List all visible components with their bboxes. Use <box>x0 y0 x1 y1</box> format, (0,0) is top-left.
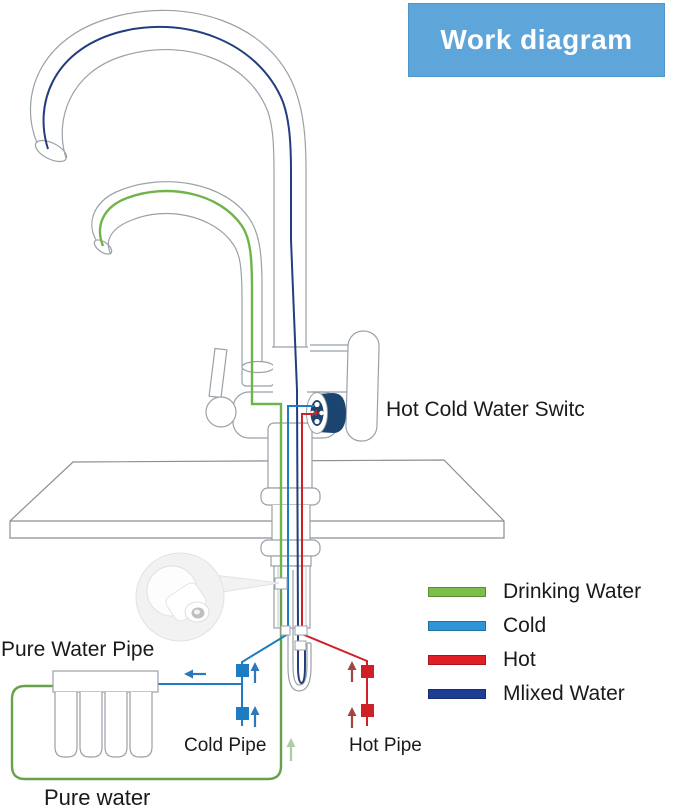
hot-connector <box>361 665 374 678</box>
flange-top <box>260 487 321 506</box>
legend-label: Cold <box>503 614 547 637</box>
up-arrow-icon <box>286 738 296 761</box>
left-arrow-icon <box>184 669 206 679</box>
hose-clamp <box>294 640 307 651</box>
up-arrow-icon <box>347 707 357 728</box>
filter-cartridge <box>79 692 103 758</box>
base-cylinder <box>267 422 313 489</box>
spout-arc-inner <box>61 49 275 347</box>
filter-unit <box>52 670 159 758</box>
pure-water-pipe-label: Pure Water Pipe <box>1 638 155 661</box>
legend-item-drinking-water: Drinking Water <box>428 580 642 603</box>
hose-outer <box>287 570 312 692</box>
fitting-icon <box>146 565 210 623</box>
legend-label: Hot <box>503 648 536 671</box>
hot-pipe-label: Hot Pipe <box>349 735 422 756</box>
up-arrow-icon <box>250 662 260 683</box>
legend-item-hot: Hot <box>428 648 641 671</box>
spout-arc-outer <box>29 9 307 347</box>
filter-head <box>52 670 159 693</box>
legend-swatch-mixed-water <box>428 689 486 699</box>
cold-connector <box>236 707 249 720</box>
legend-swatch-drinking-water <box>428 587 486 597</box>
mounting-nut <box>270 555 312 567</box>
filter-cartridge <box>104 692 128 758</box>
legend-label: Drinking Water <box>503 580 642 603</box>
title-box: Work diagram <box>408 3 665 77</box>
legend: Drinking Water Cold Hot Mlixed Water <box>428 580 642 718</box>
hose-inner <box>292 570 308 686</box>
quick-connect-bubble <box>135 552 280 642</box>
legend-item-mixed-water: Mlixed Water <box>428 682 641 705</box>
countertop <box>9 459 505 539</box>
hot-connector <box>361 704 374 717</box>
legend-label: Mlixed Water <box>503 682 625 705</box>
left-lever <box>208 347 228 399</box>
filter-cartridge <box>54 692 78 758</box>
flange-bottom <box>260 539 321 557</box>
right-handle <box>345 330 380 442</box>
filter-cartridge <box>129 692 153 758</box>
pipe-connector-blocks <box>236 664 374 720</box>
flow-arrows <box>184 661 357 761</box>
legend-item-cold: Cold <box>428 614 641 637</box>
cold-connector <box>236 664 249 677</box>
pure-water-loop <box>10 578 283 781</box>
switch-label: Hot Cold Water Switc <box>386 398 585 421</box>
lever-base <box>205 396 237 428</box>
mixed-water-line <box>42 25 306 685</box>
cold-pipe-label: Cold Pipe <box>184 735 267 756</box>
page-title: Work diagram <box>440 24 633 55</box>
drink-tip <box>93 239 113 255</box>
drink-arc-inner <box>107 213 243 366</box>
up-arrow-icon <box>250 706 260 727</box>
switch-center-mark <box>313 410 319 416</box>
drink-arc-outer <box>91 181 263 366</box>
threaded-shank <box>273 565 311 629</box>
pure-water-label: Pure water <box>44 785 151 810</box>
legend-swatch-cold <box>428 621 486 631</box>
spout-tip <box>34 139 68 163</box>
up-arrow-icon <box>347 661 357 682</box>
legend-swatch-hot <box>428 655 486 665</box>
drinking-water-line <box>98 189 283 578</box>
cold-water-line <box>158 405 314 726</box>
